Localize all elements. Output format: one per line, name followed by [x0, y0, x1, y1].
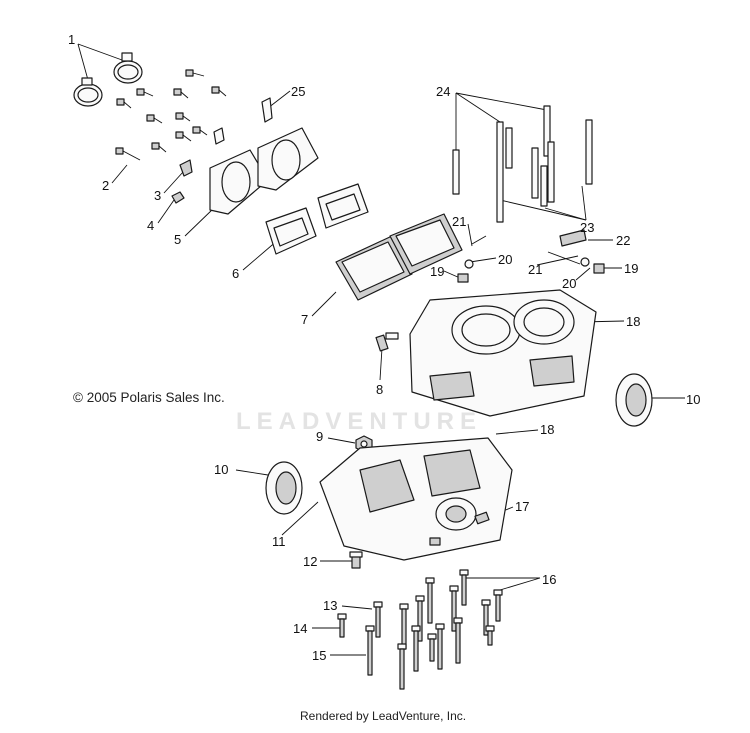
dowel-pin — [375, 332, 399, 352]
callout-23: 23 — [580, 220, 594, 235]
callout-13: 13 — [323, 598, 337, 613]
callout-7: 7 — [301, 312, 308, 327]
callout-2: 2 — [102, 178, 109, 193]
watermark-logo: LEADVENTURE — [236, 408, 483, 435]
crankcase-bolts — [337, 569, 503, 690]
callout-1: 1 — [68, 32, 75, 47]
crank-seal-left — [265, 461, 303, 515]
callout-16: 16 — [542, 572, 556, 587]
callout-17: 17 — [515, 499, 529, 514]
callout-21-right: 21 — [528, 262, 542, 277]
intake-bolts — [115, 69, 227, 161]
callout-18-upper: 18 — [626, 314, 640, 329]
callout-21-left: 21 — [452, 214, 466, 229]
callout-12: 12 — [303, 554, 317, 569]
upper-crankcase — [409, 289, 597, 417]
footer-credit: Rendered by LeadVenture, Inc. — [300, 709, 467, 723]
clips-and-brackets — [171, 97, 273, 204]
copyright-notice: © 2005 Polaris Sales Inc. — [73, 390, 225, 405]
callout-6: 6 — [232, 266, 239, 281]
callout-9: 9 — [316, 429, 323, 444]
crank-seal-right — [615, 373, 653, 427]
lower-crankcase — [319, 437, 513, 561]
callout-22: 22 — [616, 233, 630, 248]
reed-housing-plates — [209, 127, 319, 215]
callout-15: 15 — [312, 648, 326, 663]
callout-11: 11 — [272, 534, 286, 549]
callout-14: 14 — [293, 621, 307, 636]
hose-clamps — [73, 52, 143, 107]
small-fittings — [457, 229, 605, 283]
callout-5: 5 — [174, 232, 181, 247]
callout-10-left: 10 — [214, 462, 228, 477]
reed-valves — [335, 213, 463, 301]
callout-18-lower: 18 — [540, 422, 554, 437]
callout-20-left: 20 — [498, 252, 512, 267]
callout-3: 3 — [154, 188, 161, 203]
callout-20-right: 20 — [562, 276, 576, 291]
callout-19-left: 19 — [430, 264, 444, 279]
callout-24: 24 — [436, 84, 450, 99]
intake-boots — [265, 183, 369, 255]
callout-25: 25 — [291, 84, 305, 99]
cylinder-studs — [452, 105, 593, 223]
callout-19-right: 19 — [624, 261, 638, 276]
callout-labels: 1 2 3 4 5 6 7 8 9 10 10 11 12 13 14 15 1… — [68, 32, 700, 663]
callout-4: 4 — [147, 218, 154, 233]
callout-10-right: 10 — [686, 392, 700, 407]
callout-8: 8 — [376, 382, 383, 397]
drain-plug-and-pins — [349, 511, 490, 569]
